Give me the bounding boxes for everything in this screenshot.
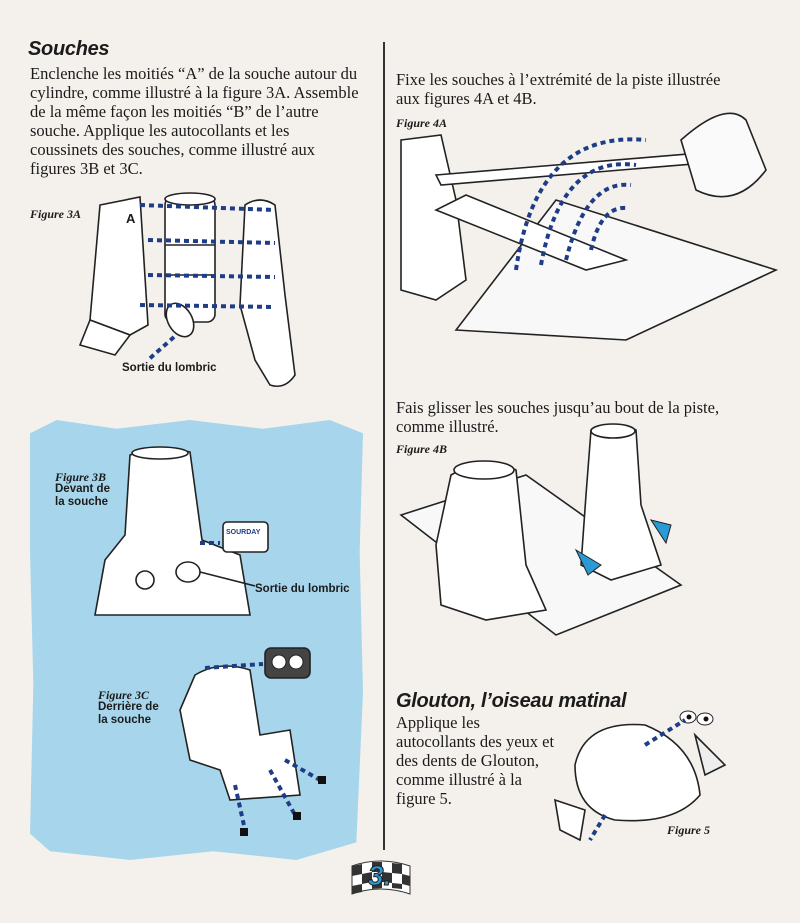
page-number: 3. [367, 860, 392, 892]
figure-3a-label: Figure 3A [30, 207, 82, 221]
figure-3c-caption: Derrière de la souche [98, 701, 159, 726]
figure-5-illustration [553, 710, 727, 842]
figure-4a-illustration [400, 112, 779, 341]
figure-3b-caption: Devant de la souche [55, 483, 110, 508]
figure-4b-instructions: Fais glisser les souches jusqu’au bout d… [396, 398, 720, 436]
figure-3b-callout: Sortie du lombric [255, 583, 350, 595]
page-number-badge: 3. [350, 858, 412, 898]
figure-4a-instructions: Fixe les souches à l’extrémité de la pis… [396, 70, 721, 108]
glouton-instructions: Applique les autocollants des yeux et de… [396, 713, 555, 808]
section-heading-souches: Souches [28, 38, 110, 60]
figure-3b-label: Figure 3B [55, 470, 107, 484]
sticker-label: SOURDAY [226, 529, 261, 536]
figure-4b-label: Figure 4B [396, 442, 448, 456]
figure-3a-callout: Sortie du lombric [122, 362, 217, 374]
souches-instructions: Enclenche les moitiés “A” de la souche a… [30, 64, 359, 178]
figure-3b-illustration [94, 446, 269, 616]
section-heading-glouton: Glouton, l’oiseau matinal [396, 690, 627, 712]
figure-4a-label: Figure 4A [396, 116, 448, 130]
figure-3c-illustration [179, 647, 326, 836]
figure-3c-label: Figure 3C [98, 688, 150, 702]
figure-3a-illustration [78, 192, 296, 388]
figure-5-label: Figure 5 [667, 823, 711, 837]
blue-background-panel [30, 420, 363, 860]
column-divider [383, 42, 385, 850]
half-a-letter: A [126, 211, 136, 226]
checkered-flag-icon [351, 860, 411, 895]
figure-4b-illustration [399, 423, 683, 636]
